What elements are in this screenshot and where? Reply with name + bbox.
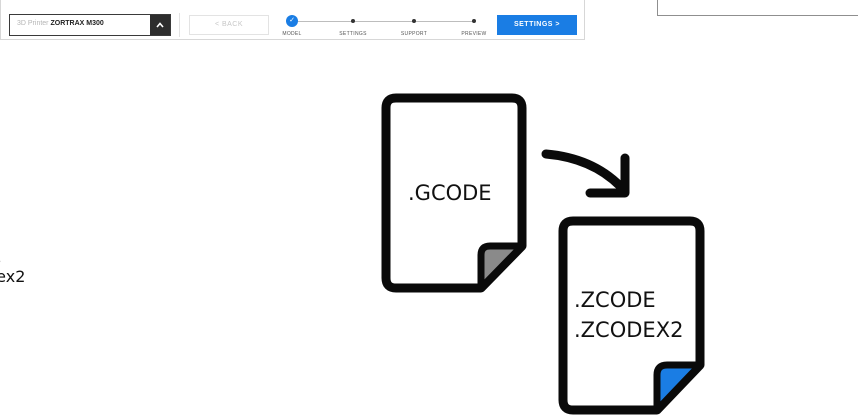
zcode-label: .ZCODE (574, 288, 656, 312)
step-settings-dot[interactable] (351, 19, 355, 23)
gcode-label: .GCODE (408, 181, 492, 205)
printer-selector-text: 3D Printer ZORTRAX M300 (17, 20, 104, 27)
step-label-model[interactable]: MODEL (282, 31, 302, 37)
zcodex2-label: .ZCODEX2 (574, 318, 684, 342)
step-label-settings[interactable]: SETTINGS (339, 31, 367, 37)
settings-next-button[interactable]: SETTINGS > (497, 15, 577, 35)
zcode-file-icon (558, 216, 705, 415)
chevron-up-icon-graphic (156, 22, 164, 28)
printer-selector[interactable]: 3D Printer ZORTRAX M300 (9, 14, 171, 36)
left-caption: rs dex2 (0, 250, 25, 286)
left-caption-line2: dex2 (0, 267, 26, 286)
side-panel-frame (657, 0, 858, 16)
curved-arrow-icon (541, 149, 630, 198)
chevron-up-icon[interactable] (150, 15, 170, 35)
back-button[interactable]: < BACK (189, 15, 269, 35)
progress-track (292, 21, 474, 22)
printer-prefix: 3D Printer (17, 20, 49, 27)
step-model-dot[interactable]: ✓ (286, 15, 298, 27)
step-support-dot[interactable] (412, 19, 416, 23)
left-caption-line1: rs (0, 250, 25, 268)
print-toolbar: 3D Printer ZORTRAX M300 < BACK ✓ MODEL S… (0, 0, 585, 40)
step-label-support[interactable]: SUPPORT (400, 31, 428, 37)
step-preview-dot[interactable] (472, 19, 476, 23)
step-label-preview[interactable]: PREVIEW (461, 31, 487, 37)
check-icon: ✓ (289, 17, 295, 24)
toolbar-divider (179, 13, 180, 37)
printer-name: ZORTRAX M300 (50, 20, 104, 27)
